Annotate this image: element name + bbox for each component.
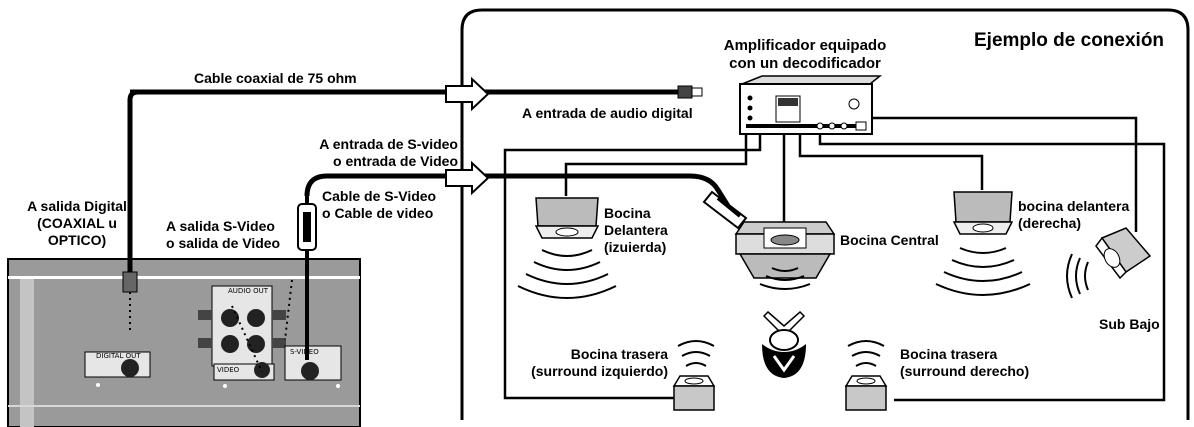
svg-text:DIGITAL OUT: DIGITAL OUT bbox=[96, 352, 141, 360]
rear-right-line1: Bocina trasera bbox=[900, 346, 998, 362]
svg-text:AUDIO OUT: AUDIO OUT bbox=[228, 287, 269, 295]
svideo-output-line1: A salida S-Video bbox=[166, 218, 275, 234]
digital-output-line2: (COAXIAL u bbox=[37, 215, 117, 231]
rear-left-speaker-label: Bocina trasera (surround izquierdo) bbox=[498, 346, 668, 380]
rear-right-line2: (surround derecho) bbox=[900, 363, 1030, 379]
coaxial-plug-bottom bbox=[122, 271, 138, 293]
front-left-line3: (izuierda) bbox=[604, 239, 667, 255]
front-left-line2: Delantera bbox=[604, 222, 668, 238]
amplifier-label-line1: Amplificador equipado bbox=[723, 37, 887, 54]
center-speaker bbox=[734, 221, 836, 290]
front-left-speaker bbox=[517, 197, 617, 299]
svideo-input-label: A entrada de S-video o entrada de Video bbox=[262, 136, 458, 170]
amplifier-label-line2: con un decodificador bbox=[729, 55, 881, 72]
rear-right-speaker-label: Bocina trasera (surround derecho) bbox=[900, 346, 1029, 380]
subwoofer bbox=[1066, 227, 1152, 299]
front-left-speaker-label: Bocina Delantera (izuierda) bbox=[604, 205, 668, 256]
coaxial-plug-top bbox=[677, 85, 693, 99]
digital-audio-input-label: A entrada de audio digital bbox=[522, 105, 693, 121]
rear-left-speaker bbox=[672, 340, 716, 411]
arrow-coaxial bbox=[445, 76, 490, 112]
svg-text:VIDEO: VIDEO bbox=[217, 366, 240, 374]
front-right-speaker bbox=[935, 191, 1031, 296]
front-right-speaker-label: bocina delantera (derecha) bbox=[1018, 198, 1129, 232]
rear-right-speaker bbox=[844, 340, 888, 411]
speaker-wiring bbox=[503, 116, 1166, 402]
svideo-output-label: A salida S-Video o salida de Video bbox=[166, 218, 280, 252]
front-left-line1: Bocina bbox=[604, 205, 651, 221]
arrow-svideo bbox=[445, 160, 490, 196]
svideo-cable-label: Cable de S-Video o Cable de video bbox=[322, 188, 436, 222]
front-right-line2: (derecha) bbox=[1018, 215, 1082, 231]
svideo-cable bbox=[304, 173, 731, 208]
coaxial-cable-label: Cable coaxial de 75 ohm bbox=[194, 70, 357, 86]
svg-text:S-VIDEO: S-VIDEO bbox=[290, 348, 319, 356]
svideo-output-line2: o salida de Video bbox=[166, 235, 281, 251]
digital-output-label: A salida Digital (COAXIAL u OPTICO) bbox=[2, 198, 152, 249]
sub-label: Sub Bajo bbox=[1099, 316, 1160, 332]
audio-out-panel bbox=[211, 285, 273, 367]
center-speaker-label: Bocina Central bbox=[840, 232, 939, 248]
rear-left-line2: (surround izquierdo) bbox=[531, 363, 668, 379]
svideo-cable-line2: o Cable de video bbox=[322, 205, 434, 221]
front-right-line1: bocina delantera bbox=[1018, 198, 1130, 214]
digital-output-line3: OPTICO) bbox=[47, 232, 107, 248]
digital-out-panel bbox=[84, 351, 151, 378]
svideo-input-line2: o entrada de Video bbox=[333, 153, 458, 169]
svideo-cable-line1: Cable de S-Video bbox=[322, 188, 437, 204]
amplifier bbox=[739, 75, 883, 135]
svideo-input-line1: A entrada de S-video bbox=[319, 136, 458, 152]
rear-left-line1: Bocina trasera bbox=[570, 346, 668, 362]
listener-figure bbox=[762, 310, 806, 378]
example-frame bbox=[460, 8, 1190, 420]
example-title: Ejemplo de conexión bbox=[974, 30, 1165, 51]
amplifier-label: Amplificador equipado con un decodificad… bbox=[706, 37, 904, 73]
digital-output-line1: A salida Digital bbox=[27, 198, 127, 214]
